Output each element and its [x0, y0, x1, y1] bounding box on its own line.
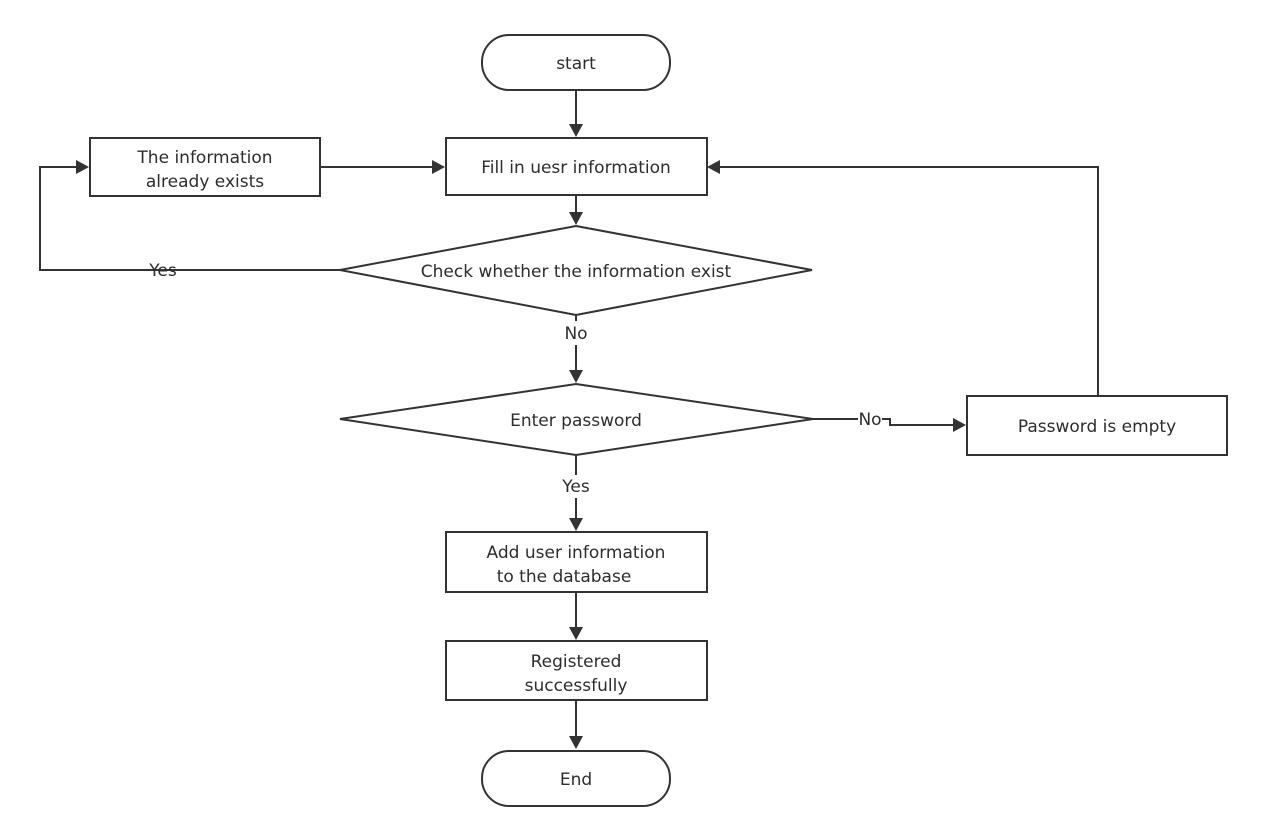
node-add-user-line-1: Add user information	[487, 543, 666, 563]
arrow-head	[569, 736, 583, 749]
node-registered: Registered successfully	[445, 640, 708, 701]
edge-password-no-to-empty-2	[882, 418, 953, 426]
edge-empty-to-fill	[720, 166, 1099, 396]
node-enter-password-label: Enter password	[510, 411, 642, 431]
node-exists-line-2: already exists	[146, 172, 264, 192]
node-end: End	[481, 750, 671, 807]
edge-labels: Yes No No Yes	[148, 261, 881, 497]
node-registered-line-1: Registered	[531, 652, 622, 672]
edge-label-no-password: No	[858, 410, 881, 430]
arrow-head	[76, 160, 89, 174]
arrow-head	[432, 160, 445, 174]
node-start-label: start	[556, 54, 596, 74]
arrow-head	[707, 160, 720, 174]
edge-check-yes-to-exists	[39, 166, 340, 271]
node-check-exist-label: Check whether the information exist	[421, 262, 732, 282]
node-add-user-line-2: to the database	[497, 567, 632, 587]
node-start: start	[481, 34, 671, 91]
node-password-empty-label: Password is empty	[1018, 417, 1176, 437]
node-password-empty: Password is empty	[966, 395, 1228, 456]
node-fill-info-label: Fill in uesr information	[481, 158, 671, 178]
arrow-head	[569, 518, 583, 531]
node-add-user: Add user information to the database	[445, 531, 708, 593]
arrow-head	[569, 370, 583, 383]
arrow-head	[569, 124, 583, 137]
arrow-head	[569, 627, 583, 640]
arrow-head	[953, 418, 966, 432]
edge-label-yes-password: Yes	[561, 477, 590, 497]
arrow-head	[569, 212, 583, 225]
node-registered-line-2: successfully	[525, 676, 628, 696]
connectors	[39, 90, 1099, 749]
edge-label-no-exists: No	[564, 324, 587, 344]
node-exists-message: The information already exists	[89, 137, 321, 197]
node-end-label: End	[560, 770, 592, 790]
node-fill-info: Fill in uesr information	[445, 137, 708, 196]
node-enter-password: Enter password	[339, 382, 814, 457]
node-exists-line-1: The information	[136, 148, 272, 168]
edge-label-yes-exists: Yes	[148, 261, 177, 281]
node-check-exist: Check whether the information exist	[339, 224, 813, 317]
